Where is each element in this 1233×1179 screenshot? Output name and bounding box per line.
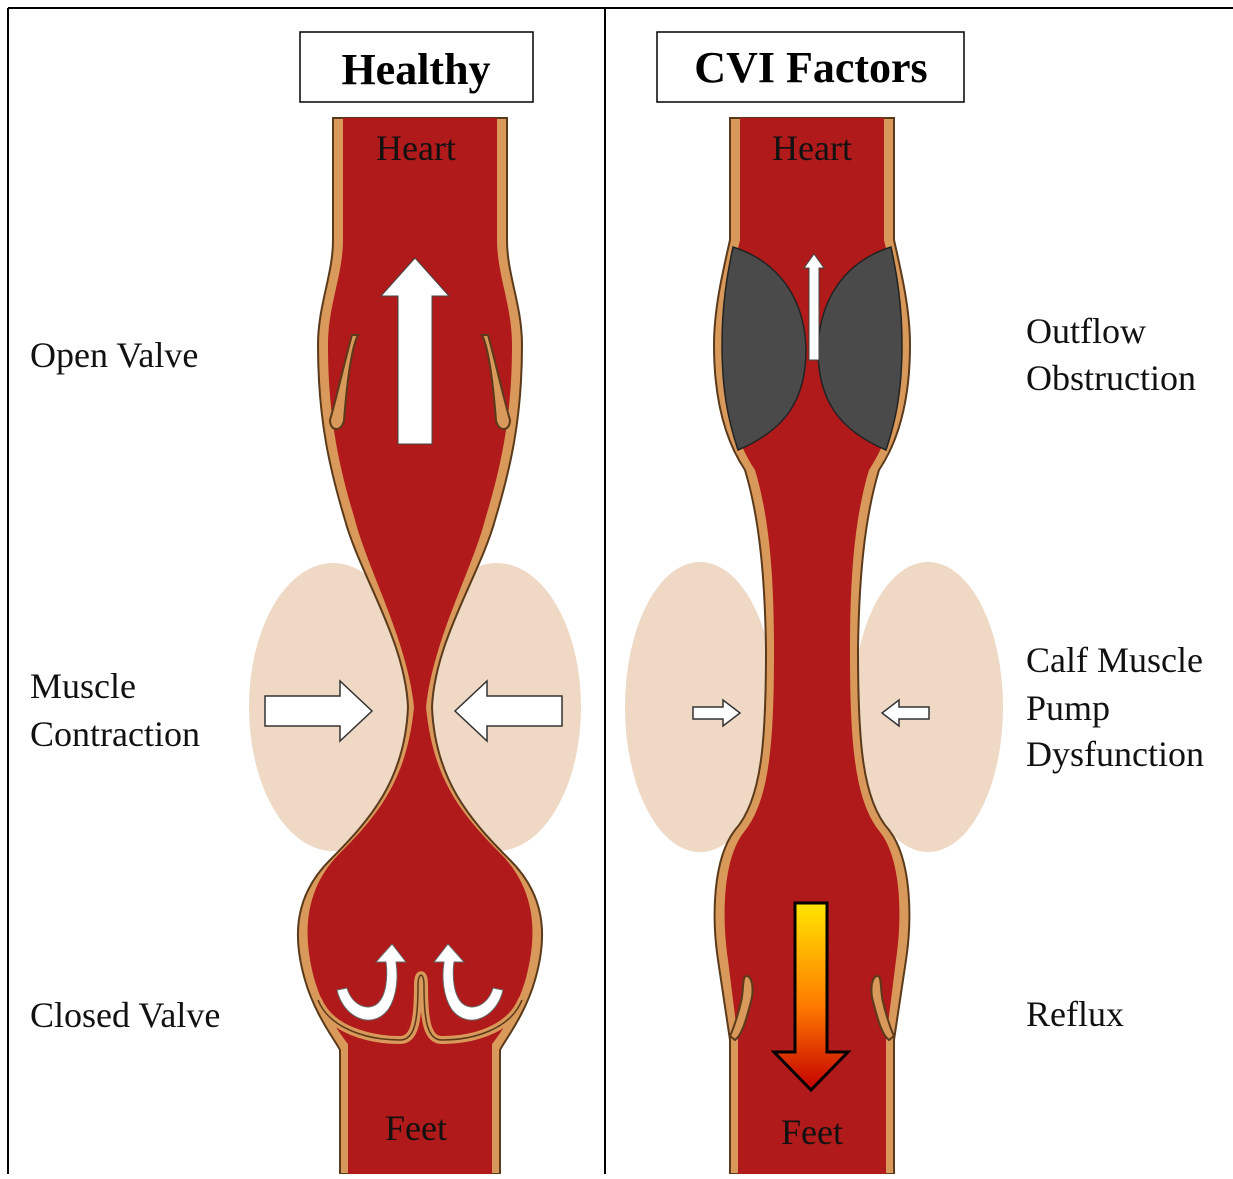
cvi-panel: CVI Factors Heart Feet Outflow Obstructi…: [625, 32, 1204, 1174]
open-valve-label: Open Valve: [30, 335, 198, 375]
muscle-contraction-label-line1: Muscle: [30, 666, 136, 706]
healthy-feet-label: Feet: [385, 1108, 447, 1148]
calf-muscle-label-line3: Dysfunction: [1026, 734, 1204, 774]
cvi-heart-label: Heart: [772, 128, 852, 168]
calf-muscle-label-line1: Calf Muscle: [1026, 640, 1203, 680]
outflow-obstruction-label-line2: Obstruction: [1026, 358, 1196, 398]
muscle-contraction-label-line2: Contraction: [30, 714, 200, 754]
cvi-title: CVI Factors: [694, 43, 927, 92]
reflux-label: Reflux: [1026, 994, 1124, 1034]
healthy-heart-label: Heart: [376, 128, 456, 168]
healthy-panel: Healthy Heart Feet Open Valve Muscle Con…: [30, 32, 581, 1174]
healthy-title: Healthy: [341, 45, 490, 94]
cvi-feet-label: Feet: [781, 1112, 843, 1152]
closed-valve-label: Closed Valve: [30, 995, 220, 1035]
outflow-obstruction-label-line1: Outflow: [1026, 311, 1146, 351]
calf-muscle-label-line2: Pump: [1026, 688, 1110, 728]
